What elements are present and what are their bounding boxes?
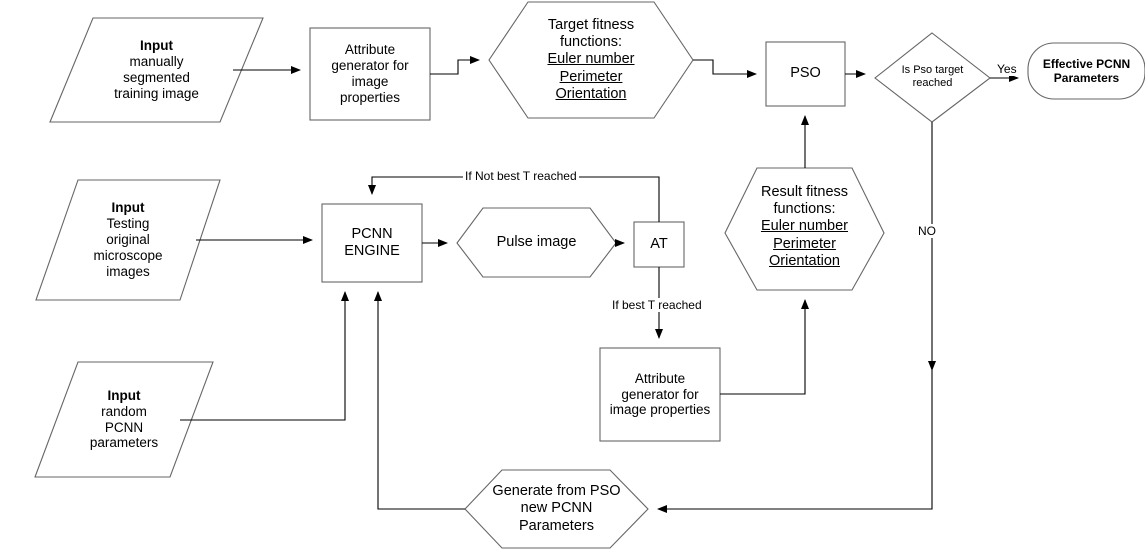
shape-pcnn-engine [321,203,423,283]
edge-attrgen-to-target [430,56,480,75]
shape-result-fitness [724,167,885,291]
shape-generate-pso [464,469,649,549]
shape-input-training [49,17,264,123]
shape-pulse-image [456,207,617,278]
shape-pso [765,41,846,107]
shape-target-fitness [488,1,694,119]
shape-input-random [34,361,214,478]
edge-random-to-pcnn [180,291,349,421]
shape-decision-diamond [874,32,991,123]
edge-attrgenbottom-to-resultfitness [720,299,809,395]
edge-generate-to-pcnn [374,291,465,510]
edge-at-feedback-to-pcnn [368,176,660,222]
edge-no-down-to-generate [657,370,933,513]
shape-input-testing [35,179,221,301]
shape-attribute-generator-bottom [599,347,721,442]
shape-effective-params [1027,42,1145,100]
shape-attribute-generator-top [309,27,431,121]
edge-target-to-pso [693,59,757,78]
shape-at [633,221,685,268]
